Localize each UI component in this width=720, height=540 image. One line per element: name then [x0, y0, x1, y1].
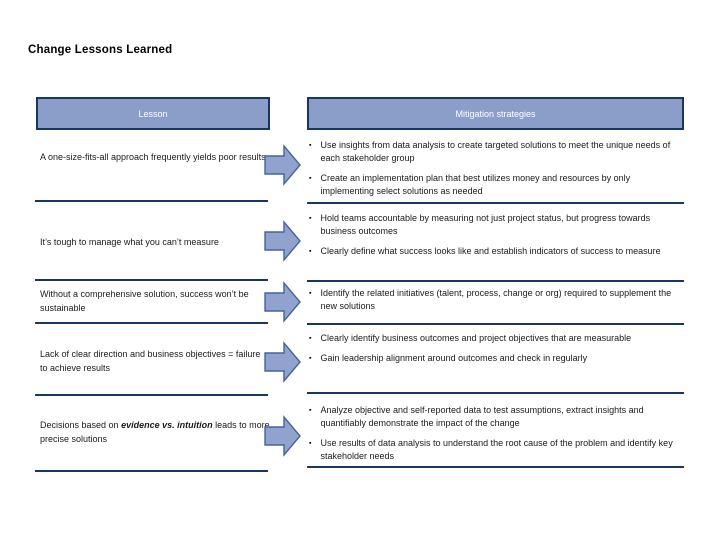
- bullet-square-icon: ▪: [309, 290, 312, 297]
- list-item: ▪ Hold teams accountable by measuring no…: [309, 212, 681, 238]
- bullet-square-icon: ▪: [309, 335, 312, 342]
- bullet-text: Analyze objective and self-reported data…: [320, 405, 644, 428]
- list-item: ▪ Create an implementation plan that bes…: [309, 172, 681, 198]
- divider: [35, 279, 268, 281]
- right-arrow-icon: [264, 341, 301, 383]
- mitigation-list-row3: ▪ Identify the related initiatives (tale…: [309, 287, 681, 313]
- list-item: ▪ Gain leadership alignment around outco…: [309, 352, 681, 365]
- list-item: ▪ Use insights from data analysis to cre…: [309, 139, 681, 165]
- mitigation-list-row4: ▪ Clearly identify business outcomes and…: [309, 332, 681, 365]
- mitigation-column-header: Mitigation strategies: [307, 97, 684, 130]
- bullet-square-icon: ▪: [309, 215, 312, 222]
- bullet-square-icon: ▪: [309, 440, 312, 447]
- lesson-text-suffix: leads to more precise solutions: [40, 420, 270, 444]
- lesson-text-row1: A one-size-fits-all approach frequently …: [40, 152, 266, 162]
- right-arrow-icon: [264, 144, 301, 186]
- divider: [35, 394, 268, 396]
- right-arrow-icon: [264, 281, 301, 323]
- divider: [35, 200, 268, 202]
- lesson-text-row3: Without a comprehensive solution, succes…: [40, 289, 249, 313]
- list-item: ▪ Clearly identify business outcomes and…: [309, 332, 681, 345]
- bullet-square-icon: ▪: [309, 407, 312, 414]
- bullet-text: Clearly identify business outcomes and p…: [320, 333, 632, 343]
- lesson-text-row4: Lack of clear direction and business obj…: [40, 349, 261, 373]
- bullet-text: Hold teams accountable by measuring not …: [320, 213, 651, 236]
- right-arrow-icon: [264, 220, 301, 262]
- bullet-square-icon: ▪: [309, 355, 312, 362]
- lesson-header-label: Lesson: [138, 108, 168, 119]
- divider: [35, 322, 268, 324]
- bullet-square-icon: ▪: [309, 175, 312, 182]
- right-arrow-icon: [264, 415, 301, 457]
- lesson-column-header: Lesson: [36, 97, 270, 130]
- divider: [307, 466, 684, 468]
- bullet-text: Use results of data analysis to understa…: [320, 438, 673, 461]
- lesson-text-row5: Decisions based on evidence vs. intuitio…: [40, 419, 270, 446]
- mitigation-header-label: Mitigation strategies: [455, 108, 536, 119]
- mitigation-list-row2: ▪ Hold teams accountable by measuring no…: [309, 212, 681, 258]
- bullet-text: Clearly define what success looks like a…: [320, 246, 661, 256]
- divider: [307, 323, 684, 325]
- lesson-text-row2: It’s tough to manage what you can’t meas…: [40, 237, 219, 247]
- bullet-text: Use insights from data analysis to creat…: [320, 140, 671, 163]
- bullet-text: Create an implementation plan that best …: [320, 173, 631, 196]
- lesson-text-prefix: Decisions based on: [40, 420, 122, 430]
- divider: [35, 470, 268, 472]
- mitigation-list-row5: ▪ Analyze objective and self-reported da…: [309, 404, 681, 463]
- list-item: ▪ Use results of data analysis to unders…: [309, 437, 681, 463]
- mitigation-list-row1: ▪ Use insights from data analysis to cre…: [309, 139, 681, 198]
- divider: [307, 280, 684, 282]
- divider: [307, 392, 684, 394]
- bullet-text: Identify the related initiatives (talent…: [320, 288, 672, 311]
- bullet-square-icon: ▪: [309, 248, 312, 255]
- page-title: Change Lessons Learned: [28, 44, 173, 56]
- list-item: ▪ Clearly define what success looks like…: [309, 245, 681, 258]
- list-item: ▪ Analyze objective and self-reported da…: [309, 404, 681, 430]
- divider: [307, 202, 684, 204]
- list-item: ▪ Identify the related initiatives (tale…: [309, 287, 681, 313]
- lesson-text-emphasis: evidence vs. intuition: [121, 420, 213, 430]
- bullet-text: Gain leadership alignment around outcome…: [320, 353, 588, 363]
- bullet-square-icon: ▪: [309, 142, 312, 149]
